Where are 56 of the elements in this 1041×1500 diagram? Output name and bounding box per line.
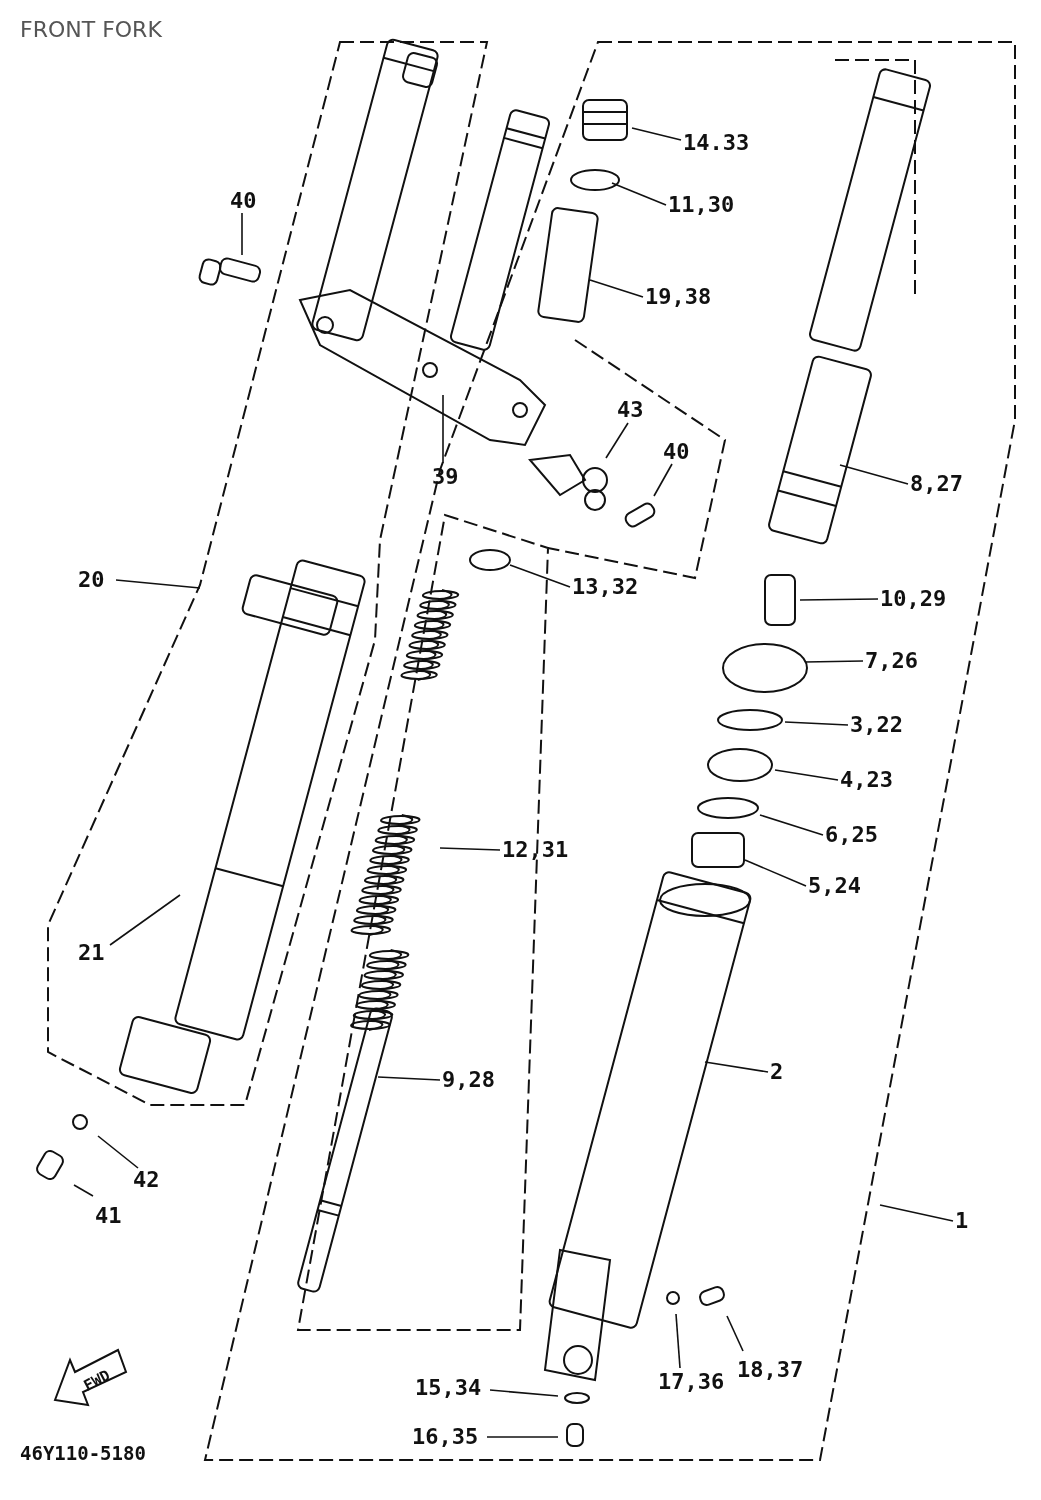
leader-line	[744, 859, 807, 887]
leader-line	[759, 814, 824, 836]
leader-line	[509, 564, 571, 588]
leader-line	[605, 422, 629, 459]
leader-line	[73, 1184, 94, 1197]
callout-number: 14.33	[683, 130, 750, 156]
callout-number: 40	[230, 188, 257, 214]
leader-line	[726, 1315, 744, 1352]
callout-number: 5,24	[808, 873, 861, 899]
leader-line	[799, 598, 879, 601]
part-number-code: 46Y110-5180	[20, 1441, 146, 1466]
callout-number: 42	[133, 1167, 160, 1193]
callout-number: 43	[617, 397, 644, 423]
callout-number: 11,30	[668, 192, 735, 218]
callout-number: 39	[432, 464, 459, 490]
leader-line	[97, 1135, 139, 1169]
callout-number: 1	[955, 1208, 969, 1234]
leader-line	[839, 464, 909, 485]
leader-line	[442, 394, 444, 464]
callout-number: 19,38	[645, 284, 712, 310]
callout-number: 15,34	[415, 1375, 482, 1401]
leader-line	[653, 463, 673, 497]
leader-line	[486, 1436, 559, 1438]
leader-line	[115, 579, 201, 589]
leader-line	[631, 127, 682, 141]
callout-number: 13,32	[572, 574, 639, 600]
callout-number: 16,35	[412, 1424, 479, 1450]
leader-line	[804, 660, 864, 663]
callout-number: 4,23	[840, 767, 893, 793]
leader-line	[439, 847, 501, 851]
callout-number: 7,26	[865, 648, 918, 674]
diagram-title: FRONT FORK	[20, 17, 162, 43]
leader-line	[704, 1061, 769, 1073]
callout-number: 20	[78, 567, 105, 593]
callout-number: 41	[95, 1203, 122, 1229]
callout-number: 2	[770, 1059, 784, 1085]
leader-line	[675, 1313, 681, 1369]
callout-number: 8,27	[910, 471, 963, 497]
callout-number: 18,37	[737, 1357, 804, 1383]
leader-line	[784, 721, 849, 726]
leader-line	[109, 894, 181, 946]
callout-number: 9,28	[442, 1067, 495, 1093]
leader-line	[589, 279, 644, 298]
leader-line	[489, 1389, 559, 1397]
callout-number: 40	[663, 439, 690, 465]
callout-number: 3,22	[850, 712, 903, 738]
leader-line	[774, 769, 839, 781]
leader-line	[241, 212, 243, 256]
callout-number: 6,25	[825, 822, 878, 848]
leader-line	[611, 182, 667, 206]
callout-number: 17,36	[658, 1369, 725, 1395]
callout-number: 21	[78, 940, 105, 966]
callout-number: 10,29	[880, 586, 947, 612]
leader-line	[377, 1076, 441, 1081]
leader-line	[879, 1204, 954, 1222]
callout-number: 12,31	[502, 837, 569, 863]
